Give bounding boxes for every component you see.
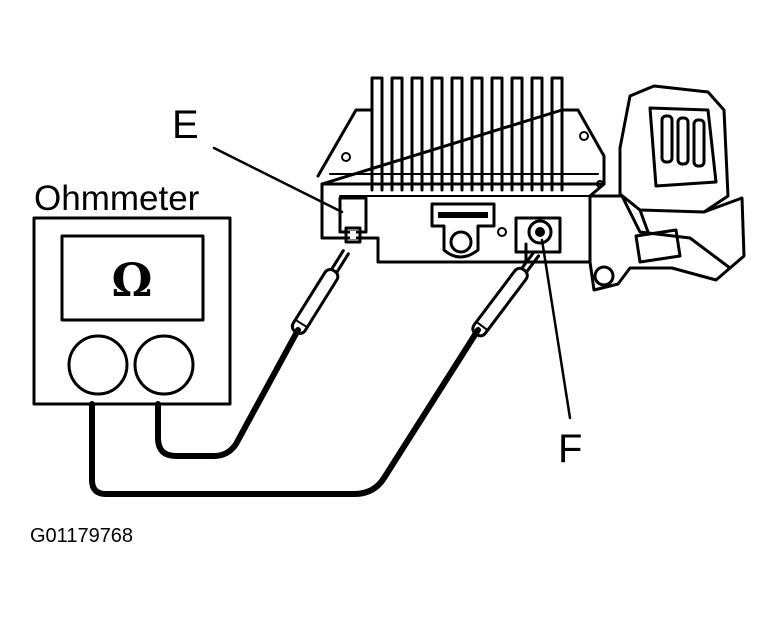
ic-regulator <box>316 76 746 292</box>
ohmmeter-label: Ohmmeter <box>34 179 200 218</box>
regulator-side-bracket <box>588 194 732 292</box>
ohmmeter-body <box>32 216 232 406</box>
ohmmeter: Ohmmeter Ω <box>32 179 232 406</box>
terminal-e <box>338 196 368 244</box>
terminal-f-label: F <box>558 427 582 471</box>
wiring-connector <box>618 84 746 270</box>
figure-code: G01179768 <box>30 525 133 547</box>
ohmmeter-jack-left <box>67 334 129 396</box>
test-lead-e <box>155 249 350 459</box>
callout-f: F <box>540 238 582 471</box>
ohm-symbol: Ω <box>112 253 153 307</box>
test-lead-f <box>89 250 541 497</box>
probe-f <box>471 250 541 338</box>
terminal-f <box>497 216 562 264</box>
ohmmeter-display <box>60 234 205 322</box>
heat-sink-fins <box>370 76 564 192</box>
ohmmeter-jack-right <box>133 334 195 396</box>
terminal-e-label: E <box>172 103 199 147</box>
callout-e: E <box>172 103 344 214</box>
probe-e <box>290 249 350 335</box>
